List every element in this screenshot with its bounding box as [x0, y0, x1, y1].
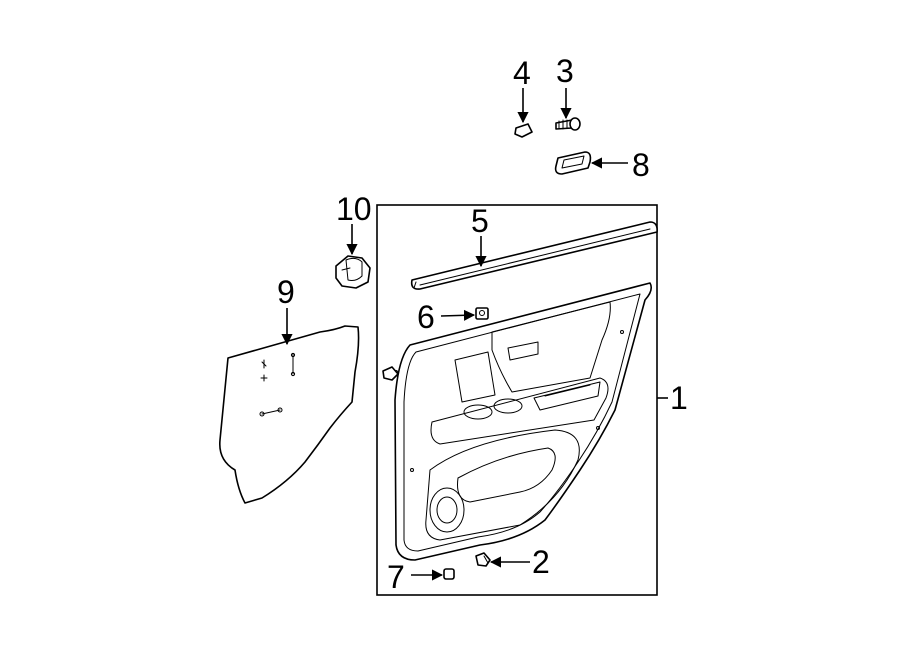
callout-8-label: 8	[632, 147, 650, 183]
switch-bezel	[554, 151, 592, 175]
door-trim-panel	[394, 282, 652, 561]
callout-10-label: 10	[336, 191, 372, 227]
clip-nut	[514, 123, 533, 138]
callout-6-label: 6	[417, 299, 435, 335]
callout-4-label: 4	[513, 55, 531, 91]
trim-clip	[382, 366, 399, 381]
retainer-clip	[475, 307, 489, 320]
door-trim-assembly-frame	[376, 204, 658, 596]
callout-9-label: 9	[277, 274, 295, 310]
callout-2-label: 2	[532, 544, 550, 580]
callout-7-label: 7	[387, 559, 405, 595]
push-clip	[475, 552, 491, 567]
callout-6-leader	[440, 309, 476, 321]
watershield	[218, 325, 360, 504]
small-clip	[443, 568, 455, 580]
callout-1-label: 1	[670, 380, 688, 416]
connector-bracket	[335, 255, 371, 289]
callout-5-label: 5	[471, 203, 489, 239]
callout-3-label: 3	[556, 53, 574, 89]
screw	[555, 117, 581, 131]
belt-weatherstrip	[410, 221, 658, 290]
